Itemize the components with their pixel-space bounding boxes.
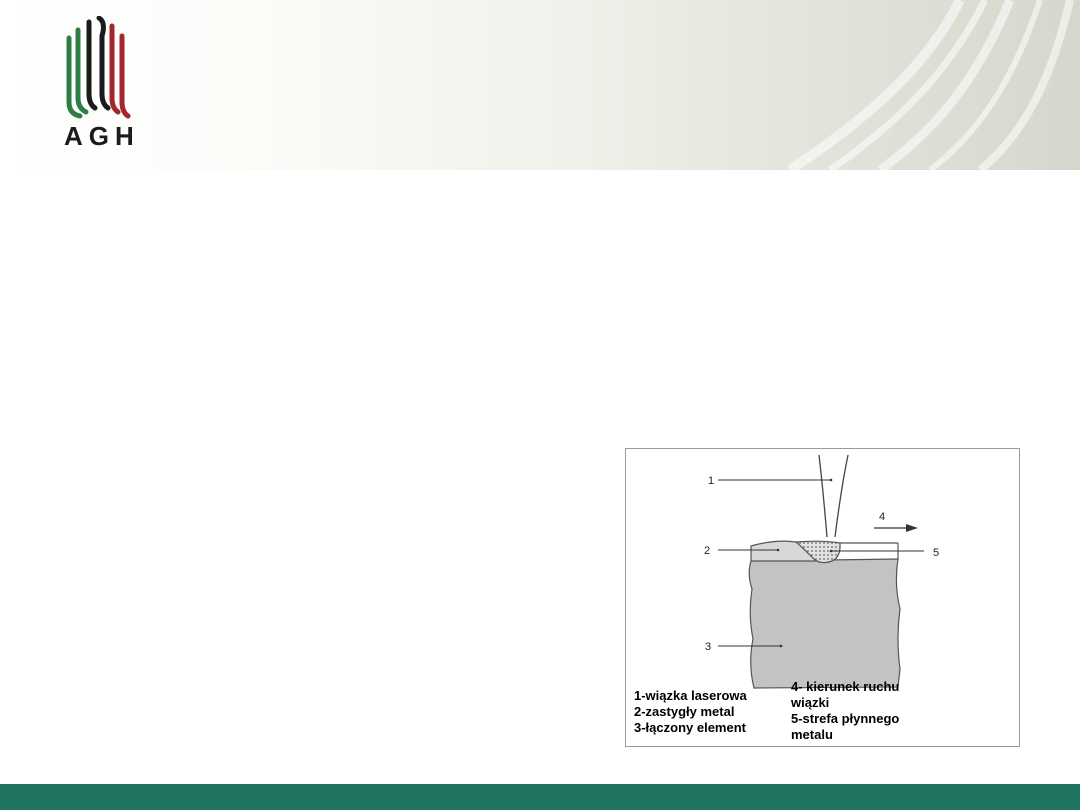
legend-left: 1-wiązka laserowa 2-zastygły metal 3-łąc…: [634, 688, 747, 736]
laser-welding-diagram: 1 2 3 4 5: [704, 454, 939, 689]
laser-beam: [834, 454, 849, 538]
logo-stripe-red-2: [119, 33, 131, 119]
laser-welding-figure: 1 2 3 4 5 1-wiązka laserowa 2-zastygły m…: [625, 448, 1020, 747]
logo-stripe-green-1: [66, 35, 83, 119]
leader-dot-3: [779, 644, 783, 648]
laser-beam: [818, 454, 828, 538]
agh-logo-mark: [66, 16, 131, 119]
callout-5: 5: [933, 547, 939, 559]
footer-bar: [0, 784, 1080, 810]
legend-right: 4- kierunek ruchu wiązki 5-strefa płynne…: [791, 679, 899, 743]
header-decoration: [787, 0, 1074, 170]
logo-stripe-green-2: [75, 27, 89, 115]
logo-stripe-black-2: [96, 16, 111, 111]
callout-4: 4: [879, 511, 885, 523]
logo-stripe-black-1: [86, 19, 98, 111]
legend-item-5-cont: metalu: [791, 727, 833, 742]
legend-item-1: 1-wiązka laserowa: [634, 688, 747, 703]
leader-dot-5: [829, 549, 833, 553]
callout-2: 2: [704, 545, 710, 557]
agh-logo-text: AGH: [64, 121, 140, 151]
leader-dot-2: [776, 548, 780, 552]
legend-item-4-cont: wiązki: [791, 695, 830, 710]
workpiece: [748, 558, 901, 689]
legend-item-5: 5-strefa płynnego: [791, 711, 900, 726]
legend-item-4: 4- kierunek ruchu: [791, 679, 900, 694]
leader-dot-1: [829, 478, 833, 482]
header-band: [0, 0, 1080, 170]
callout-1: 1: [708, 475, 714, 487]
direction-arrowhead: [906, 524, 918, 532]
molten-pool: [794, 540, 841, 564]
logo-stripe-red-1: [109, 23, 121, 115]
callout-3: 3: [705, 641, 711, 653]
legend-item-2: 2-zastygły metal: [634, 704, 735, 719]
legend-item-3: 3-łączony element: [634, 720, 746, 735]
